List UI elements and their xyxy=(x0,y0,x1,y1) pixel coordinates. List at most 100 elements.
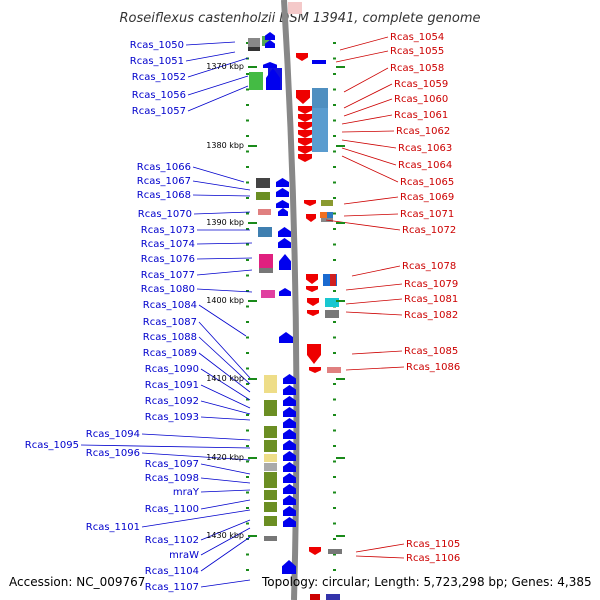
right-leader-line xyxy=(355,543,405,553)
kbp-tick xyxy=(248,535,257,537)
left-leader-line xyxy=(200,477,251,484)
gene-box xyxy=(259,268,273,273)
left-leader-line xyxy=(193,211,251,215)
gene-box xyxy=(258,209,271,215)
forward-gene-arrow xyxy=(278,227,291,237)
right-leader-line xyxy=(343,213,399,217)
forward-gene-arrow xyxy=(283,484,296,494)
forward-gene-arrow xyxy=(265,32,275,40)
backbone-top-segment xyxy=(288,2,302,14)
gene-box xyxy=(264,516,277,526)
tick-dot xyxy=(333,321,336,323)
tick-dot xyxy=(246,352,249,354)
tick-dot xyxy=(246,305,249,308)
left-gene-label: Rcas_1066 xyxy=(137,162,191,173)
left-leader-line xyxy=(192,194,251,197)
gene-box xyxy=(325,298,339,307)
gene-box xyxy=(327,212,333,218)
gene-box xyxy=(312,108,328,152)
tick-dot xyxy=(333,336,336,339)
tick-dot xyxy=(333,429,336,432)
right-gene-label: Rcas_1065 xyxy=(400,177,454,188)
reverse-gene-arrow xyxy=(296,53,308,61)
left-gene-label: Rcas_1073 xyxy=(141,225,195,236)
left-gene-label: Rcas_1098 xyxy=(145,473,199,484)
right-leader-line xyxy=(343,196,399,205)
tick-dot xyxy=(333,569,336,571)
gene-box xyxy=(327,367,341,373)
reverse-gene-arrow xyxy=(306,214,316,222)
left-leader-line xyxy=(200,400,251,415)
gene-layer xyxy=(248,32,342,600)
tick-dot xyxy=(246,181,249,184)
tick-dot xyxy=(246,445,249,447)
forward-gene-arrow xyxy=(283,396,296,406)
reverse-gene-arrow xyxy=(296,90,310,104)
right-leader-line xyxy=(341,114,393,125)
left-gene-label: Rcas_1051 xyxy=(130,56,184,67)
left-leader-line xyxy=(141,452,251,461)
right-gene-label: Rcas_1072 xyxy=(402,225,456,236)
left-leader-line xyxy=(200,384,251,409)
left-leader-line xyxy=(198,304,247,337)
tick-dot xyxy=(246,104,249,106)
right-gene-label: Rcas_1069 xyxy=(400,192,454,203)
right-gene-label: Rcas_1078 xyxy=(402,261,456,272)
tick-dot xyxy=(246,259,249,261)
gene-box xyxy=(259,254,273,268)
right-gene-label: Rcas_1063 xyxy=(398,143,452,154)
right-gene-label: Rcas_1054 xyxy=(390,32,444,43)
left-gene-label: Rcas_1094 xyxy=(86,429,140,440)
reverse-gene-arrow xyxy=(309,367,321,373)
left-leader-line xyxy=(185,41,236,46)
forward-gene-arrow xyxy=(283,407,296,417)
right-gene-label: Rcas_1061 xyxy=(394,110,448,121)
left-gene-label: Rcas_1095 xyxy=(25,440,79,451)
map-title: Roseiflexus castenholzii DSM 13941, comp… xyxy=(120,11,481,26)
tick-dot xyxy=(333,104,336,106)
forward-gene-arrow xyxy=(266,68,280,90)
reverse-gene-arrow xyxy=(304,200,316,206)
forward-gene-arrow xyxy=(276,178,289,187)
right-gene-label: Rcas_1064 xyxy=(398,160,452,171)
forward-gene-arrow xyxy=(283,429,296,439)
tick-dot xyxy=(246,429,249,432)
gene-box xyxy=(264,426,277,438)
summary-text: Topology: circular; Length: 5,723,298 bp… xyxy=(261,575,592,589)
tick-dot xyxy=(246,243,249,246)
right-leader-line xyxy=(351,265,401,277)
right-gene-label: Rcas_1106 xyxy=(406,553,460,564)
tick-dot xyxy=(333,259,336,261)
left-gene-label: Rcas_1107 xyxy=(145,582,199,593)
tick-dot xyxy=(333,538,336,540)
tick-dot xyxy=(246,290,249,292)
tick-dot xyxy=(246,383,249,385)
right-gene-label: Rcas_1082 xyxy=(404,310,458,321)
left-gene-label: Rcas_1084 xyxy=(143,300,197,311)
tick-dot xyxy=(333,42,336,44)
tick-dot xyxy=(246,73,249,75)
tick-dot xyxy=(246,553,249,556)
left-leader-line xyxy=(200,368,251,401)
kbp-tick xyxy=(336,457,345,459)
left-leader-line xyxy=(196,242,253,245)
forward-gene-arrow xyxy=(283,418,296,428)
kbp-tick xyxy=(336,145,345,147)
right-gene-label: Rcas_1059 xyxy=(394,79,448,90)
tick-dot xyxy=(246,569,249,571)
reverse-gene-arrow xyxy=(298,154,312,162)
forward-gene-arrow xyxy=(278,238,291,248)
kbp-mark: 1380 kbp xyxy=(206,141,244,150)
tick-dot xyxy=(246,42,249,44)
left-gene-label: Rcas_1070 xyxy=(138,209,192,220)
left-gene-label: mraY xyxy=(173,487,200,498)
tick-dot xyxy=(333,57,336,60)
gene-box xyxy=(264,536,277,541)
tick-dot xyxy=(333,228,336,230)
gene-box xyxy=(264,375,277,393)
reverse-gene-arrow xyxy=(306,274,318,284)
reverse-gene-arrow xyxy=(307,298,319,306)
left-leader-line xyxy=(200,579,251,588)
left-gene-label: Rcas_1077 xyxy=(141,270,195,281)
